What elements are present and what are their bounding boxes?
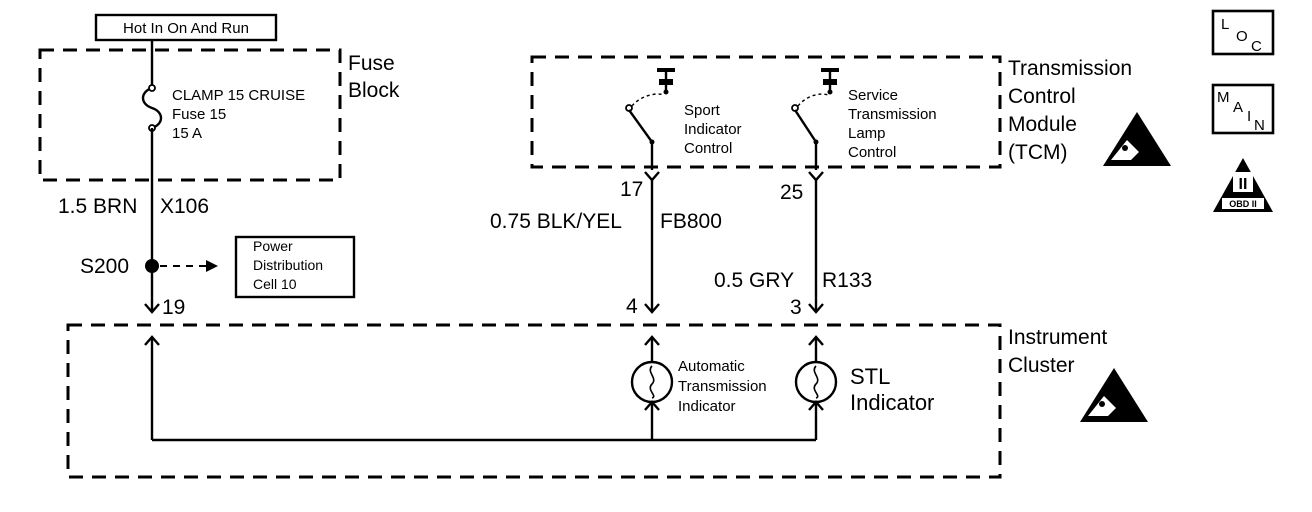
fuse-icon xyxy=(141,40,163,132)
wire-gry-circuit: R133 xyxy=(822,269,872,292)
tcm-title-1: Transmission xyxy=(1008,57,1132,80)
esd-warning-icon xyxy=(1103,112,1171,166)
obd-roman: II xyxy=(1239,176,1248,193)
loc-letter-l: L xyxy=(1221,16,1229,33)
fuse-block-title-2: Block xyxy=(348,79,400,102)
auto-label-1: Automatic xyxy=(678,358,745,375)
loc-icon: L O C xyxy=(1211,9,1275,56)
fuse-number: Fuse 15 xyxy=(172,106,226,123)
power-source-text: Hot In On And Run xyxy=(123,20,249,37)
auto-trans-lamp-icon xyxy=(630,335,674,440)
sport-label-3: Control xyxy=(684,140,732,157)
wire-gry-label: 0.5 GRY xyxy=(714,269,794,292)
obd-text: OBD II xyxy=(1229,199,1257,209)
wire-brn-circuit: X106 xyxy=(160,195,209,218)
splice-label: S200 xyxy=(80,255,129,278)
main-letter-m: M xyxy=(1217,89,1230,106)
service-label-1: Service xyxy=(848,87,898,104)
tcm-module: Transmission Control Module (TCM) xyxy=(530,55,1132,169)
stl-lamp-icon xyxy=(794,335,838,440)
tcm-title-3: Module xyxy=(1008,113,1077,136)
service-label-4: Control xyxy=(848,144,896,161)
pin-25-label: 25 xyxy=(780,181,803,204)
stl-label-2: Indicator xyxy=(850,390,934,415)
power-source-label: Hot In On And Run xyxy=(94,13,278,42)
sport-label-1: Sport xyxy=(684,102,721,119)
fuse-name: CLAMP 15 CRUISE xyxy=(172,87,305,104)
main-icon: M A I N xyxy=(1211,83,1275,135)
wire-blk-yel-label: 0.75 BLK/YEL xyxy=(490,210,622,233)
main-letter-a: A xyxy=(1233,99,1243,116)
connector-19: 19 xyxy=(144,296,185,346)
arrow-right-icon xyxy=(206,260,218,272)
connector-3: 3 xyxy=(790,296,824,319)
service-switch-icon xyxy=(791,68,839,170)
connector-4: 4 xyxy=(626,295,660,318)
splice-ref-3: Cell 10 xyxy=(253,276,297,292)
cluster-title-1: Instrument xyxy=(1008,326,1107,349)
main-letter-i: I xyxy=(1247,108,1251,125)
sport-switch-icon xyxy=(625,68,675,170)
service-label-3: Lamp xyxy=(848,125,886,142)
loc-letter-c: C xyxy=(1251,38,1262,55)
obd-ii-icon: II OBD II xyxy=(1213,158,1273,212)
cluster-title-2: Cluster xyxy=(1008,354,1075,377)
pin-19-label: 19 xyxy=(162,296,185,319)
esd-warning-icon-2 xyxy=(1080,368,1148,422)
pin-4-label: 4 xyxy=(626,295,638,318)
sport-label-2: Indicator xyxy=(684,121,742,138)
splice-ref-1: Power xyxy=(253,238,293,254)
pin-17-label: 17 xyxy=(620,178,643,201)
wire-blk-yel-circuit: FB800 xyxy=(660,210,722,233)
pin-3-label: 3 xyxy=(790,296,802,319)
loc-letter-o: O xyxy=(1236,28,1248,45)
tcm-title-4: (TCM) xyxy=(1008,141,1067,164)
instrument-cluster: Instrument Cluster xyxy=(66,323,1107,479)
tcm-title-2: Control xyxy=(1008,85,1076,108)
stl-label-1: STL xyxy=(850,364,890,389)
fuse-rating: 15 A xyxy=(172,125,202,142)
auto-label-3: Indicator xyxy=(678,398,736,415)
auto-label-2: Transmission xyxy=(678,378,767,395)
wire-brn-label: 1.5 BRN xyxy=(58,195,137,218)
fuse-block: Fuse Block CLAMP 15 CRUISE Fuse 15 15 A xyxy=(38,48,400,182)
service-label-2: Transmission xyxy=(848,106,937,123)
splice-ref-2: Distribution xyxy=(253,257,323,273)
fuse-block-title-1: Fuse xyxy=(348,52,395,75)
splice-s200: S200 Power Distribution Cell 10 xyxy=(80,235,356,299)
main-letter-n: N xyxy=(1254,117,1265,134)
